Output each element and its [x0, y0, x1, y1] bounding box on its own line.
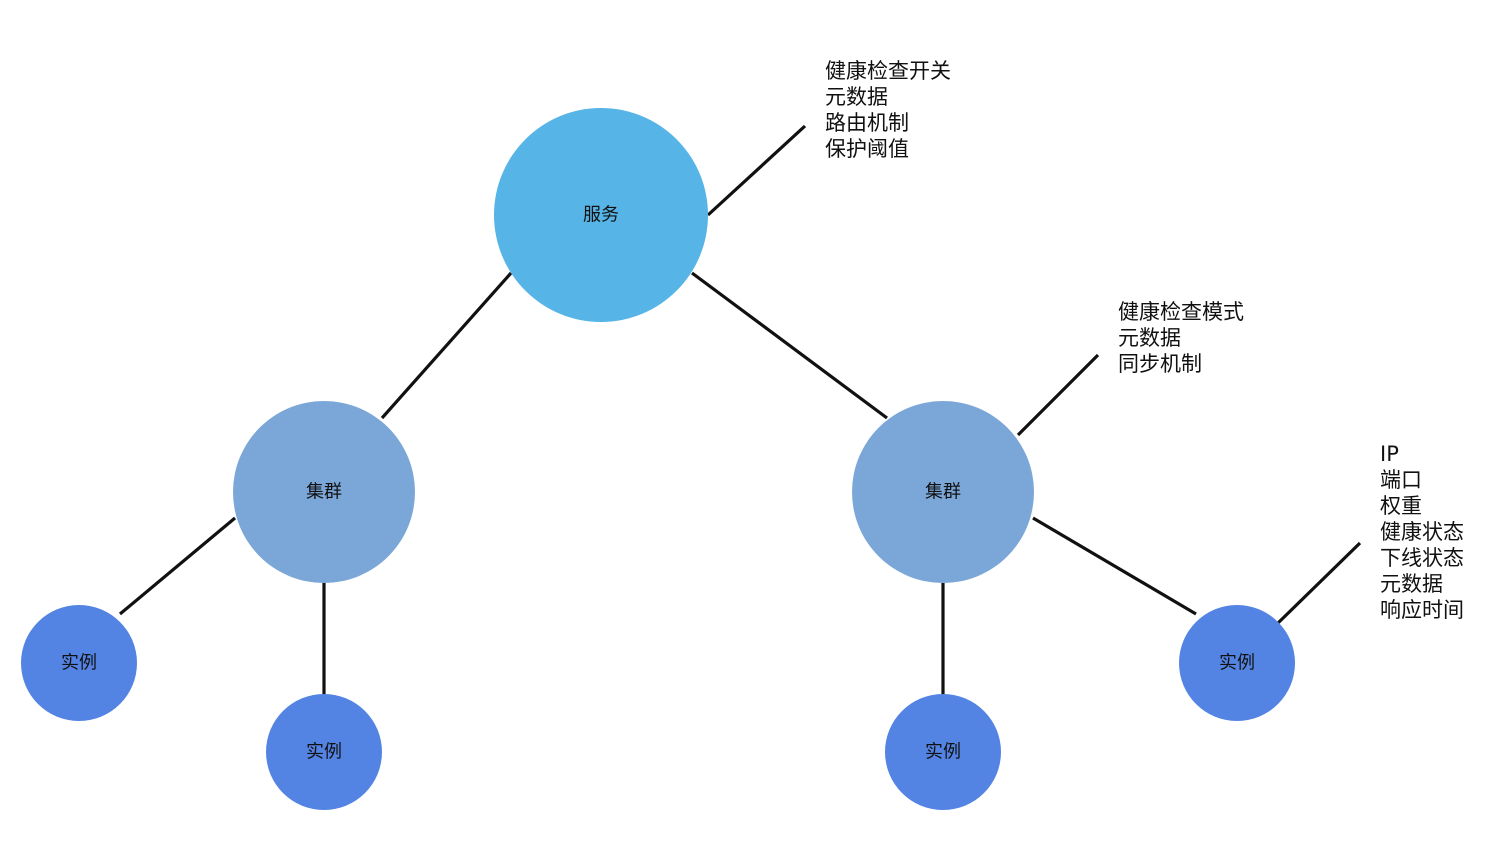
service-node-label: 服务: [583, 205, 619, 226]
cluster-node-right: 集群: [852, 401, 1034, 583]
instance-note-line: 元数据: [1380, 572, 1443, 596]
instance-node-right-2: 实例: [1179, 605, 1295, 721]
edge-service-cluster-right: [691, 271, 888, 420]
instance-node-right-1: 实例: [885, 694, 1001, 810]
instance-node-left-2-circle: [266, 694, 382, 810]
instance-node-left-2: 实例: [266, 694, 382, 810]
cluster-node-left-label: 集群: [306, 482, 342, 503]
instance-node-right-2-circle: [1179, 605, 1295, 721]
instance-note-line: 权重: [1380, 494, 1422, 518]
service-note-line: 路由机制: [825, 111, 909, 135]
service-node: 服务: [494, 108, 708, 322]
instance-note-line: 健康状态: [1380, 520, 1464, 544]
edge-cluster-right-instance-2: [1032, 516, 1197, 616]
instance-notes: IP 端口 权重 健康状态 下线状态 元数据 响应时间: [1380, 442, 1464, 622]
instance-note-line: 响应时间: [1380, 598, 1464, 622]
edge-cluster-left-instance-1: [118, 516, 237, 616]
cluster-note-line: 同步机制: [1118, 352, 1202, 376]
instance-node-left-1-label: 实例: [61, 653, 97, 674]
service-node-circle: [494, 108, 708, 322]
instance-node-right-2-label: 实例: [1219, 653, 1255, 674]
service-note-line: 健康检查开关: [825, 59, 951, 83]
instance-node-right-1-circle: [885, 694, 1001, 810]
cluster-node-right-label: 集群: [925, 482, 961, 503]
leader-lines: [706, 124, 1362, 625]
instance-node-right-1-label: 实例: [925, 742, 961, 763]
cluster-node-right-circle: [852, 401, 1034, 583]
instance-node-left-1: 实例: [21, 605, 137, 721]
cluster-note-line: 健康检查模式: [1118, 300, 1244, 324]
cluster-notes: 健康检查模式 元数据 同步机制: [1118, 300, 1244, 376]
cluster-note-line: 元数据: [1118, 326, 1181, 350]
instance-note-line: 端口: [1380, 468, 1422, 492]
cluster-node-left: 集群: [233, 401, 415, 583]
edges: [118, 271, 1197, 696]
service-notes: 健康检查开关 元数据 路由机制 保护阈值: [825, 59, 951, 161]
instance-node-left-2-label: 实例: [306, 742, 342, 763]
cluster-notes-leader: [1016, 353, 1100, 437]
service-note-line: 元数据: [825, 85, 888, 109]
instance-node-left-1-circle: [21, 605, 137, 721]
service-notes-leader: [706, 124, 807, 217]
instance-note-line: IP: [1380, 442, 1399, 466]
edge-service-cluster-left: [380, 271, 513, 420]
instance-notes-leader: [1276, 541, 1362, 625]
service-note-line: 保护阈值: [825, 137, 909, 161]
cluster-node-left-circle: [233, 401, 415, 583]
instance-note-line: 下线状态: [1380, 546, 1464, 570]
